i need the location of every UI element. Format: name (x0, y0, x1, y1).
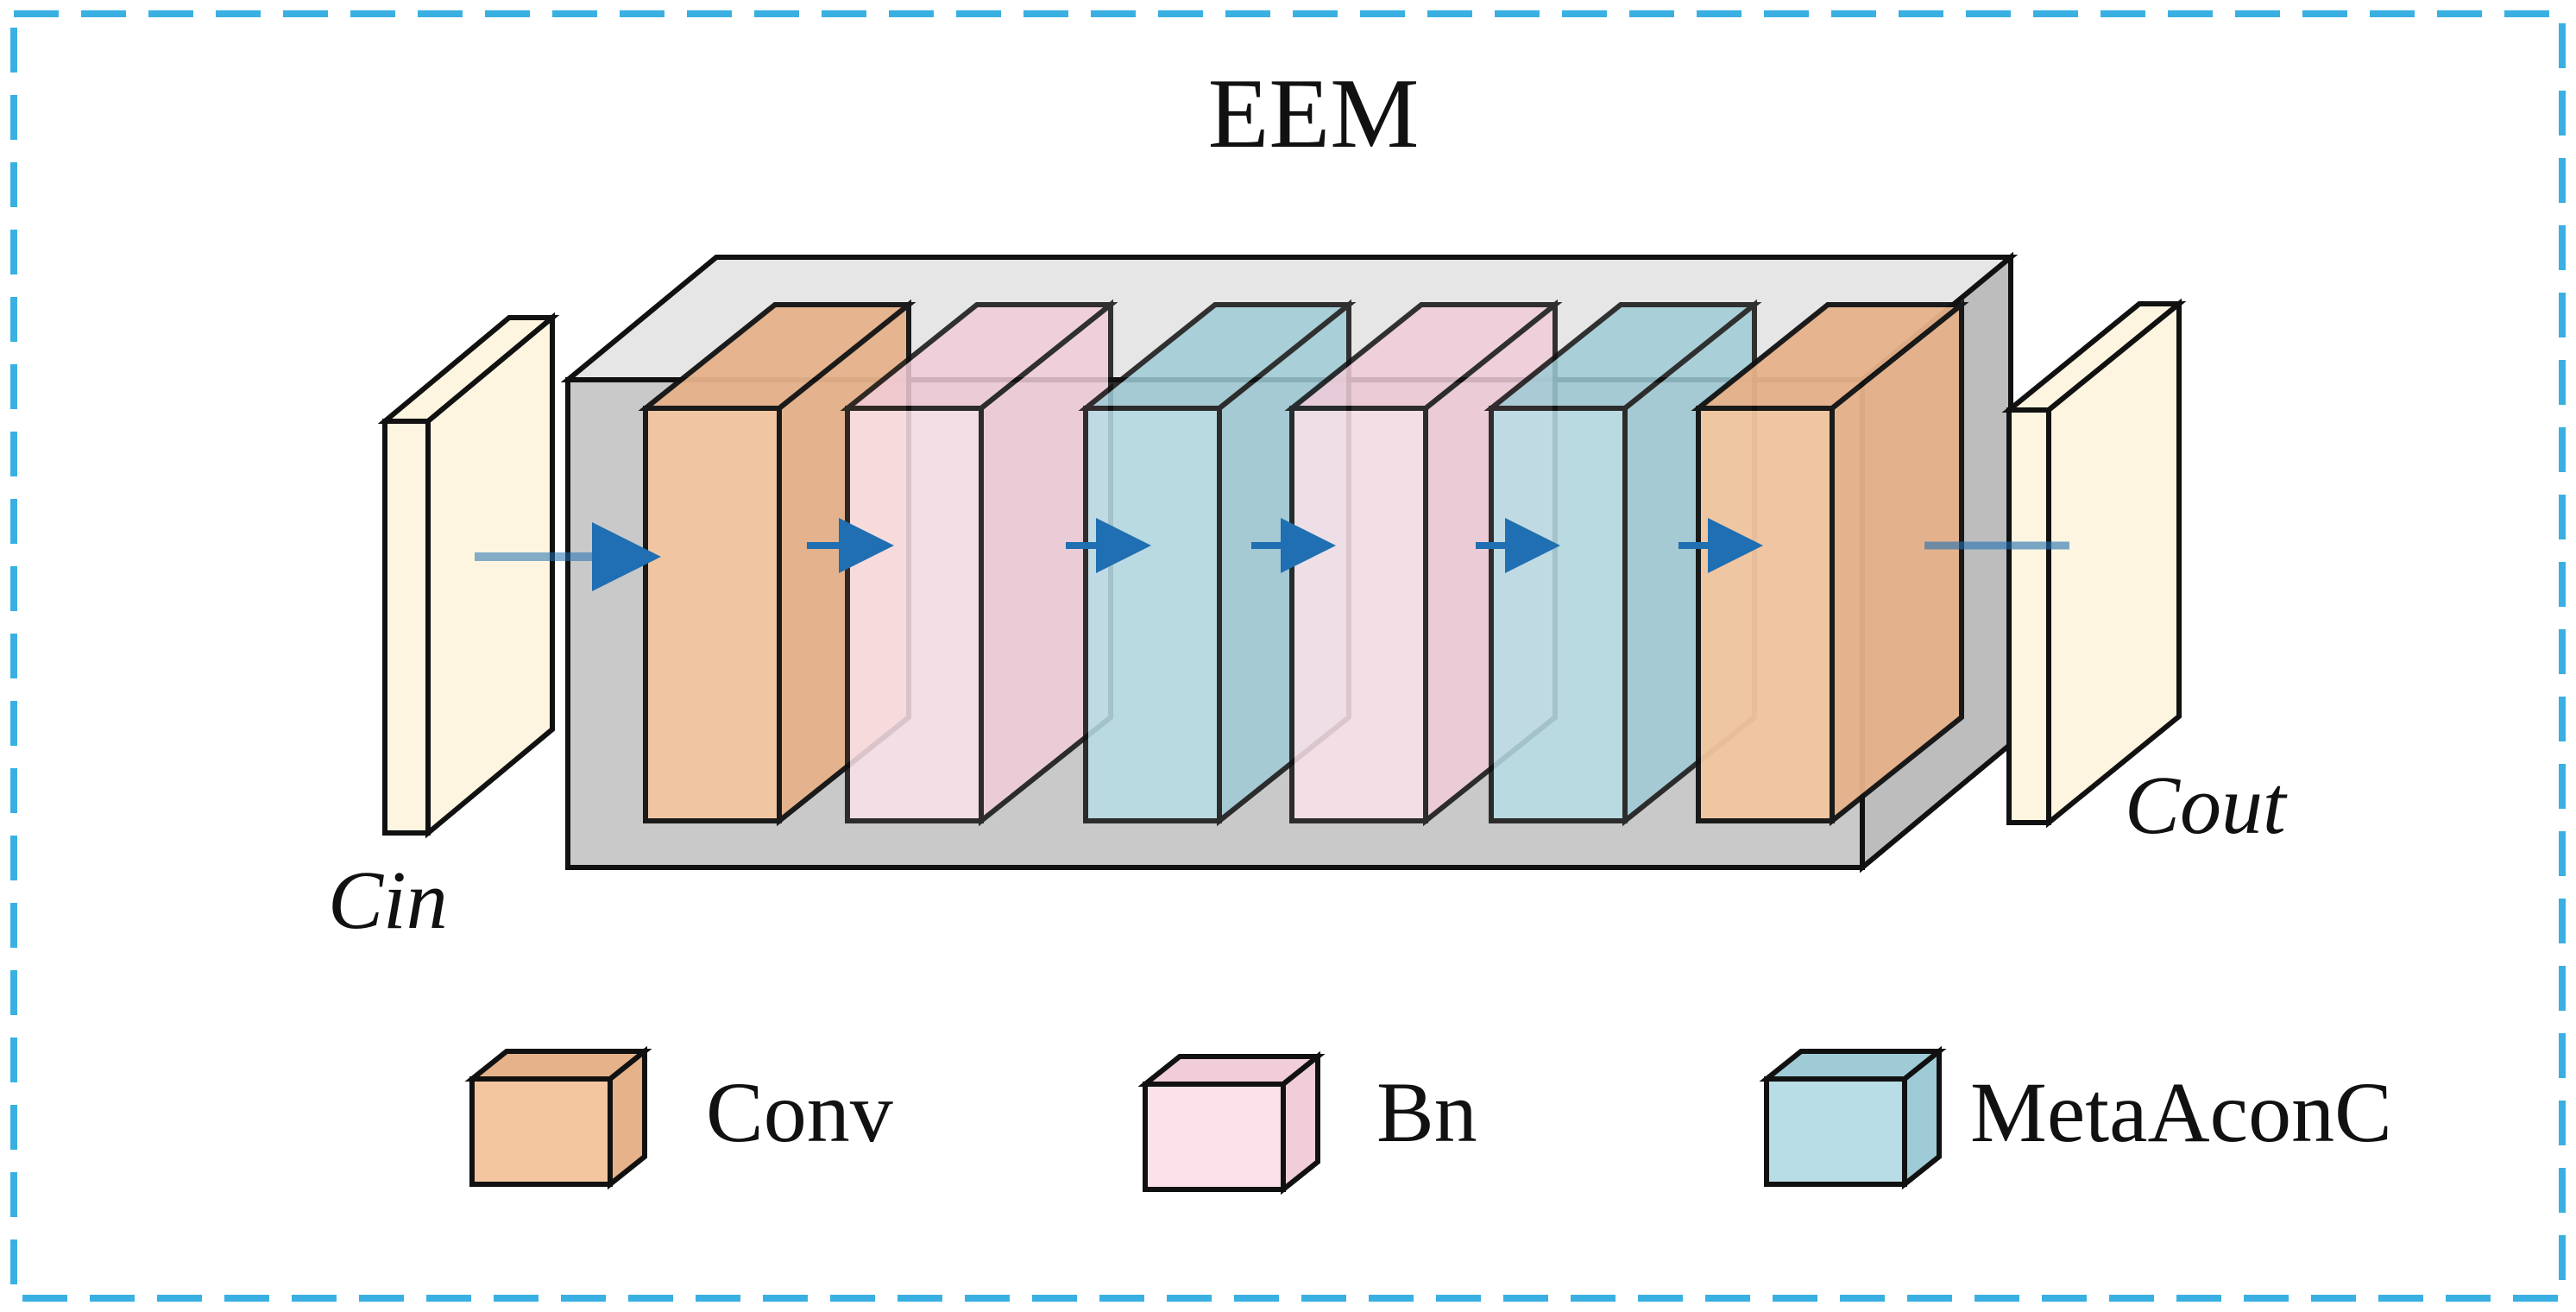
legend: Conv Bn MetaAconC (464, 1045, 2392, 1195)
legend-swatch-bn (1137, 1050, 1326, 1195)
output-label: Cout (2125, 759, 2288, 851)
legend-item-conv: Conv (464, 1045, 893, 1190)
block-bn-2 (840, 299, 1118, 827)
conv-legend-swatch (464, 1045, 652, 1190)
diagram-title: EEM (1208, 59, 1420, 169)
flow-arrows (475, 518, 2069, 591)
metaaconc-legend-swatch (1759, 1045, 1947, 1190)
legend-swatch-conv (464, 1045, 652, 1190)
legend-item-bn: Bn (1137, 1050, 1477, 1195)
output-feature-map (2001, 298, 2187, 829)
legend-swatch-metaaconc (1759, 1045, 1947, 1190)
legend-label-conv: Conv (706, 1064, 893, 1160)
input-label: Cin (328, 854, 448, 946)
dashed-border (10, 10, 2566, 1302)
legend-item-metaaconc: MetaAconC (1759, 1045, 2392, 1190)
block-conv-6 (1691, 299, 1969, 827)
legend-label-metaaconc: MetaAconC (1970, 1064, 2392, 1160)
input-feature-map (377, 312, 560, 839)
layer-blocks (638, 299, 1969, 827)
legend-label-bn: Bn (1376, 1064, 1477, 1160)
bn-legend-swatch (1137, 1050, 1326, 1195)
